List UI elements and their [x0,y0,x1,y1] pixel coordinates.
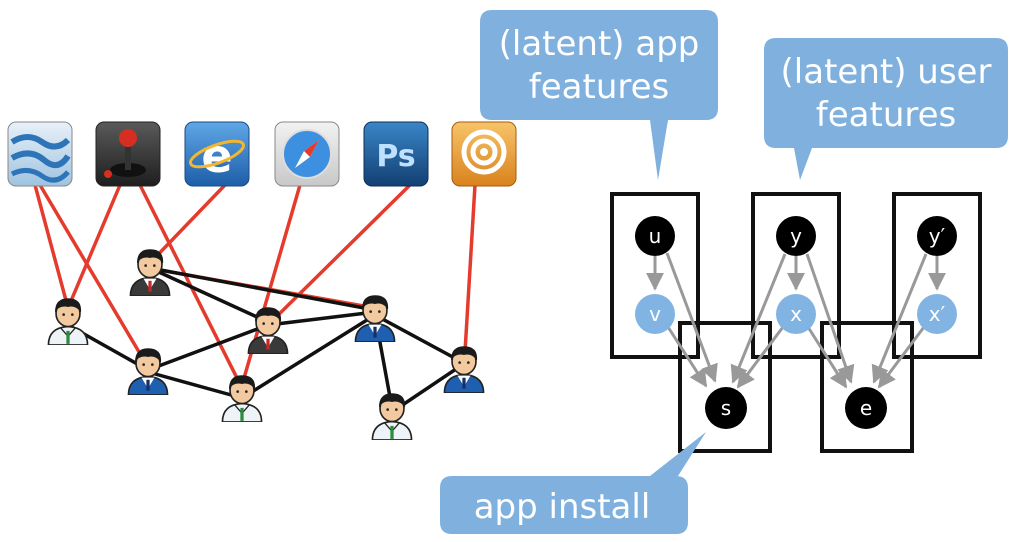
app-icon-safari [274,121,340,187]
user-avatar [127,347,169,395]
app-icon-maps [7,121,73,187]
app-icon-internet-explorer: e [184,121,250,187]
svg-text:e: e [201,129,232,183]
node-s: s [705,387,747,429]
node-x-prime: x′ [917,294,957,334]
node-x: x [776,294,816,334]
node-y-prime: y′ [917,216,957,256]
plate-friend [820,321,914,453]
callout-app-features: (latent) app features [480,10,718,180]
plate-app [610,192,700,359]
plate-user-prime [892,192,982,359]
svg-text:x′: x′ [929,302,946,326]
svg-text:y: y [790,224,802,248]
model-arrows [646,252,946,389]
user-avatar [47,297,89,345]
node-v: v [635,294,675,334]
callout-app-install-label: app install [474,487,651,527]
app-icon-joystick [95,121,161,187]
user-avatar [221,374,263,422]
svg-text:e: e [860,396,872,420]
plate-user [751,192,841,359]
callout-app-install: app install [440,432,706,534]
plate-install [678,321,772,453]
app-icon-photoshop: Ps [363,121,429,187]
user-avatar [354,294,396,342]
callout-user-features: (latent) user features [764,38,1008,180]
node-u: u [635,216,675,256]
svg-text:u: u [649,224,662,248]
svg-text:Ps: Ps [376,139,415,174]
plates [610,192,982,453]
callout-app-features-line2: features [529,67,669,107]
svg-text:s: s [721,396,731,420]
svg-text:y′: y′ [929,224,946,248]
app-icon-rss [451,121,517,187]
callout-user-features-line1: (latent) user [781,52,992,92]
svg-text:v: v [649,302,661,326]
node-y: y [776,216,816,256]
user-avatar [443,345,485,393]
svg-text:x: x [790,302,802,326]
user-avatar [371,392,413,440]
callout-user-features-line2: features [816,95,956,135]
node-e: e [845,387,887,429]
callout-app-features-line1: (latent) app [499,24,700,64]
